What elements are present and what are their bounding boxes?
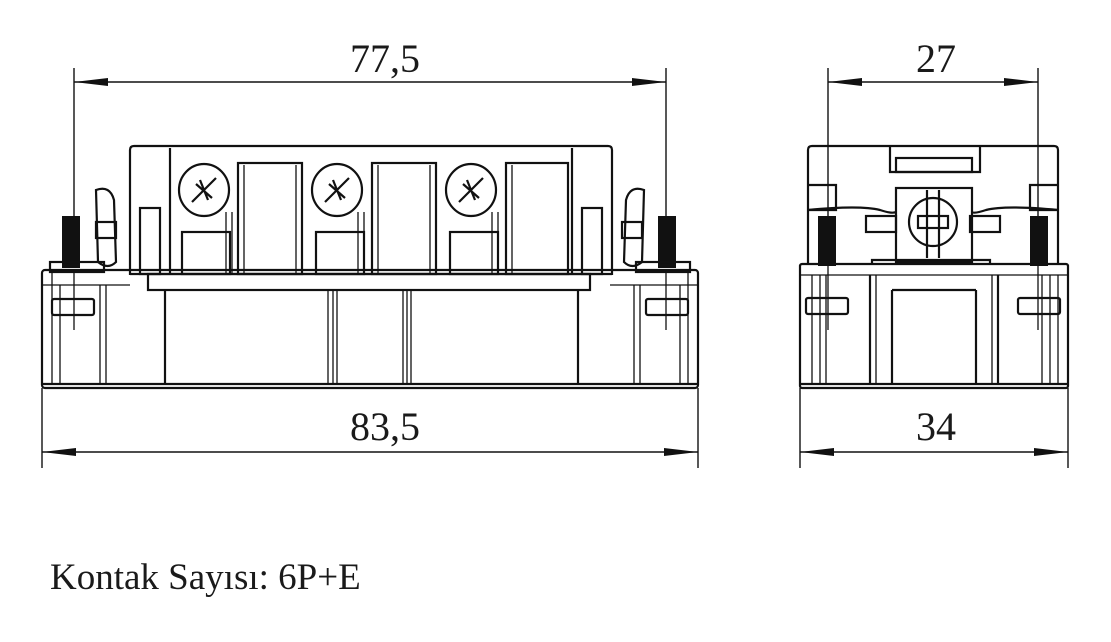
side-left-fixing-screw bbox=[804, 216, 850, 330]
terminal-screw-3 bbox=[444, 162, 498, 218]
dimension-label-34: 34 bbox=[916, 404, 956, 449]
dimension-bottom-front: 83,5 bbox=[41, 388, 699, 468]
dimension-top-side: 27 bbox=[827, 36, 1039, 232]
dimension-bottom-side: 34 bbox=[799, 388, 1069, 468]
front-flange bbox=[146, 272, 592, 292]
terminal-screw-2 bbox=[310, 162, 364, 218]
dimension-label-77-5: 77,5 bbox=[350, 36, 420, 81]
front-base-body bbox=[40, 268, 700, 390]
left-fixing-screw bbox=[48, 187, 118, 330]
dimension-label-27: 27 bbox=[916, 36, 956, 81]
front-top-housing bbox=[128, 144, 614, 276]
side-center-screw bbox=[864, 190, 1002, 258]
side-top-housing bbox=[806, 144, 1060, 264]
dimension-top-front: 77,5 bbox=[73, 36, 667, 232]
right-fixing-screw bbox=[620, 187, 692, 330]
front-view: 77,5 83,5 bbox=[40, 36, 700, 468]
side-base-body bbox=[798, 258, 1070, 390]
dimension-label-83-5: 83,5 bbox=[350, 404, 420, 449]
side-view: 27 34 bbox=[798, 36, 1070, 468]
terminal-screw-1 bbox=[177, 162, 231, 218]
contact-count-caption: Kontak Sayısı: 6P+E bbox=[50, 557, 361, 598]
side-right-fixing-screw bbox=[1016, 216, 1062, 330]
